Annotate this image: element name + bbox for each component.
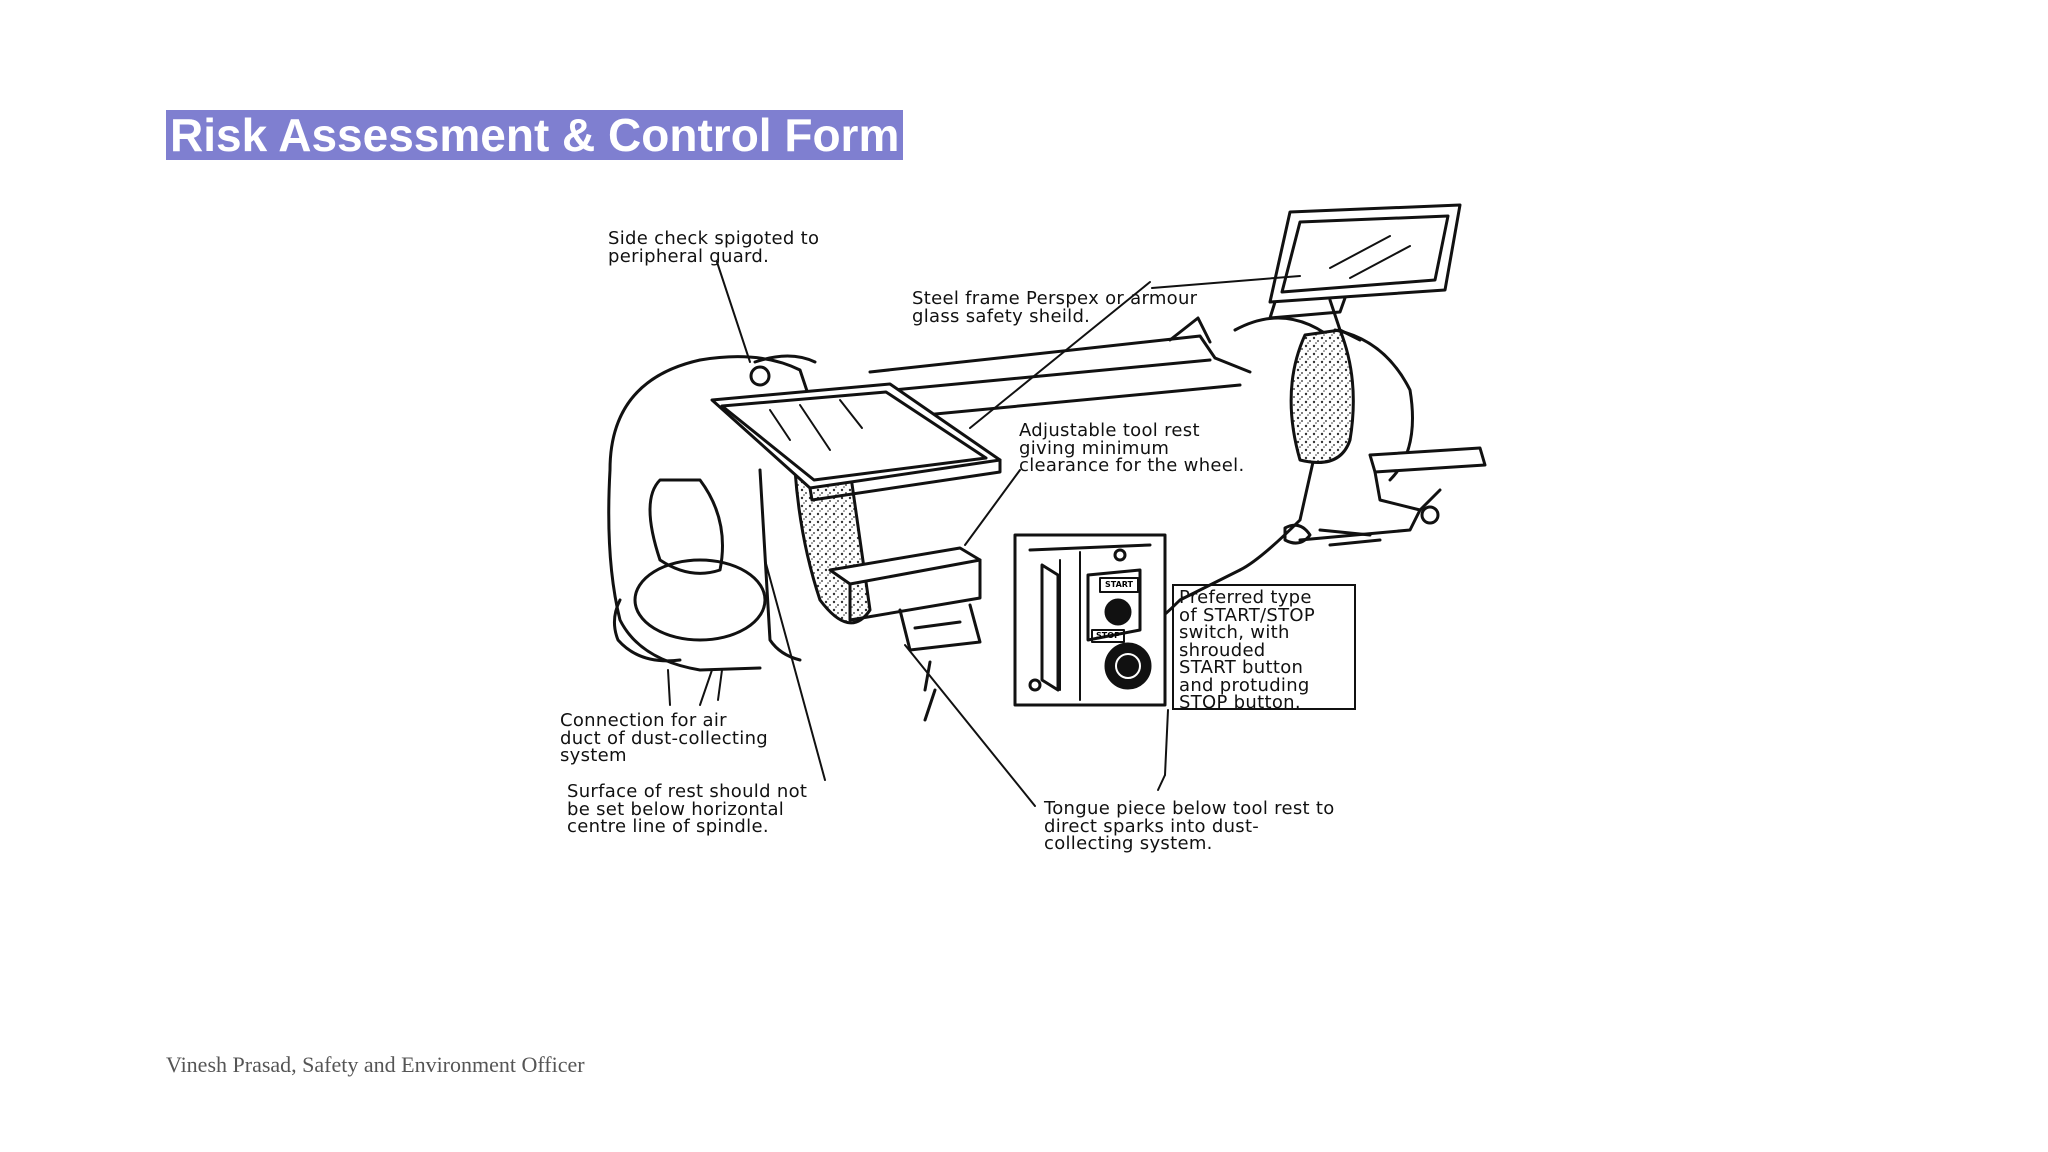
switch-start-label: START — [1104, 580, 1134, 589]
right-grinding-wheel — [1289, 328, 1414, 482]
callout-switch-box: Preferred type of START/STOP switch, wit… — [1172, 584, 1356, 713]
leader-lines — [667, 261, 1301, 807]
slide-footer: Vinesh Prasad, Safety and Environment Of… — [166, 1052, 585, 1077]
left-safety-shield — [710, 382, 1002, 502]
callout-safety-shield: Steel frame Perspex or armour glass safe… — [912, 288, 1198, 327]
right-safety-shield — [1268, 203, 1462, 342]
callout-tongue-piece: Tongue piece below tool rest to direct s… — [1044, 798, 1335, 854]
slide-title: Risk Assessment & Control Form — [166, 110, 904, 160]
callout-air-duct: Connection for air duct of dust-collecti… — [560, 710, 769, 766]
callout-side-check: Side check spigoted to peripheral guard. — [608, 228, 820, 267]
left-wheel-guard — [607, 354, 817, 672]
callout-tool-rest: Adjustable tool rest giving minimum clea… — [1019, 420, 1245, 476]
switch-stop-label: STOP — [1096, 631, 1120, 640]
right-tool-rest — [1283, 446, 1487, 547]
callout-switch: Preferred type of START/STOP switch, wit… — [1179, 587, 1316, 713]
left-tool-rest — [828, 546, 982, 722]
start-stop-switch-panel — [1013, 533, 1167, 707]
callout-rest-surface: Surface of rest should not be set below … — [567, 781, 808, 837]
